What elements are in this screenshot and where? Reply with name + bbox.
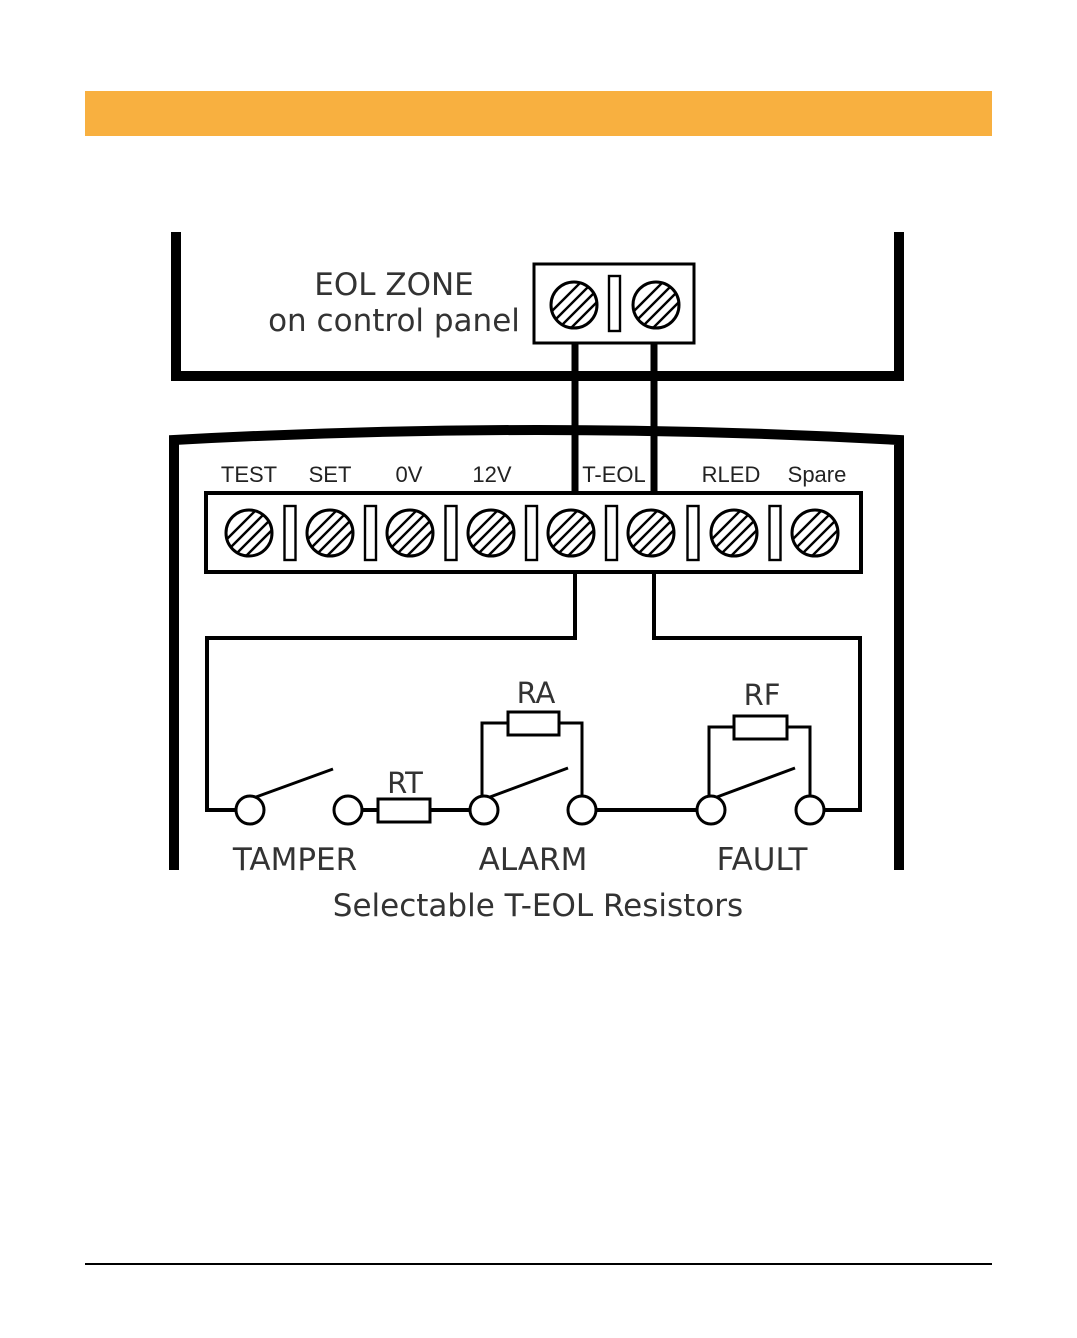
panel-terminal-block (534, 264, 694, 343)
terminal-separator (526, 506, 537, 560)
alarm-label: ALARM (479, 842, 588, 878)
terminal-separator (285, 506, 296, 560)
diagram-caption: Selectable T-EOL Resistors (333, 888, 743, 924)
terminal-label: TEST (221, 462, 277, 487)
terminal-label: RLED (702, 462, 761, 487)
tamper-label: TAMPER (232, 842, 357, 878)
fault-switch (697, 716, 824, 824)
terminal-label: 0V (396, 462, 423, 487)
panel-subtitle: on control panel (268, 303, 520, 339)
tamper-switch (236, 769, 362, 824)
terminal-label: T-EOL (582, 462, 646, 487)
footer-rule (85, 1263, 992, 1265)
terminal-label: SET (309, 462, 352, 487)
terminal-separator (365, 506, 376, 560)
detector-terminal-block (206, 493, 861, 572)
rt-label: RT (387, 766, 423, 800)
rt-resistor (378, 799, 430, 822)
panel-title: EOL ZONE (314, 267, 474, 303)
rf-label: RF (744, 678, 781, 712)
ra-label: RA (517, 676, 556, 710)
terminal-label: 12V (472, 462, 511, 487)
terminal-separator (688, 506, 699, 560)
terminal-separator (446, 506, 457, 560)
fault-label: FAULT (717, 842, 809, 878)
terminal-label: Spare (788, 462, 847, 487)
alarm-switch (470, 712, 596, 824)
terminal-labels: TEST SET 0V 12V T-EOL RLED Spare (221, 462, 846, 487)
terminal-separator (606, 506, 617, 560)
terminal-separator (770, 506, 781, 560)
